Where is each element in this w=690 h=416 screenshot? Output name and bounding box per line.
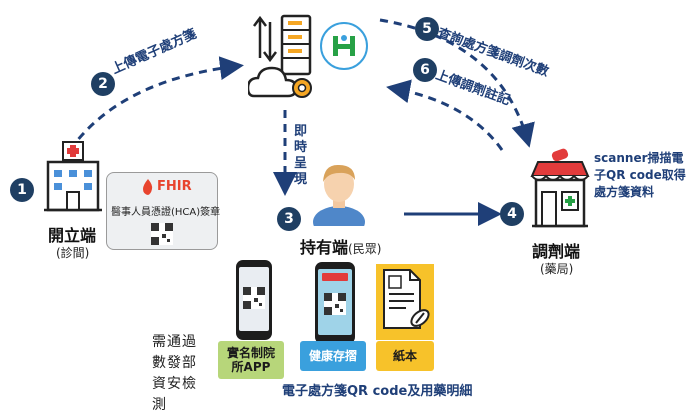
pharmacy-store-icon	[530, 148, 590, 230]
paper-tag: 紙本	[376, 341, 434, 371]
step-badge-5: 5	[415, 17, 439, 41]
holder-title: 持有端	[300, 238, 349, 257]
fhir-flame-icon	[141, 179, 155, 195]
realname-app-tag: 實名制院所APP	[218, 341, 284, 379]
person-avatar-icon	[312, 160, 366, 238]
health-passbook-tag: 健康存摺	[300, 341, 366, 371]
qr-code-icon	[324, 293, 346, 315]
qr-code-icon	[243, 287, 265, 309]
holder-label: 持有端(民眾)	[300, 234, 381, 258]
dispenser-subtitle: (藥局)	[540, 262, 574, 276]
paper-prescription-icon	[376, 264, 434, 340]
step-badge-6: 6	[413, 58, 437, 82]
holder-subtitle: (民眾)	[348, 242, 382, 256]
health-agency-logo-icon	[320, 22, 368, 70]
issuer-subtitle: (診間)	[56, 246, 90, 260]
qr-code-icon	[151, 223, 173, 245]
step-badge-4: 4	[500, 202, 524, 226]
security-note: 需通過數發部資安檢測	[152, 334, 197, 413]
arrow-register	[386, 79, 504, 151]
step-badge-2: 2	[91, 72, 115, 96]
arrow-query	[379, 18, 535, 148]
step-badge-1: 1	[10, 178, 34, 202]
scanner-note: scanner掃描電子QR code取得處方箋資料	[594, 151, 686, 199]
arrow-upload-prescription	[68, 56, 244, 151]
step-badge-3: 3	[277, 207, 301, 231]
fhir-signature-card: FHIR 醫事人員憑證(HCA)簽章	[106, 172, 221, 250]
flow-arrows	[68, 18, 535, 226]
bottom-caption: 電子處方箋QR code及用藥明細	[282, 384, 473, 399]
hospital-icon	[44, 140, 102, 214]
fhir-logo-text: FHIR	[157, 179, 192, 194]
step-realtime-label: 即時呈現	[294, 124, 308, 187]
health-passbook-phone	[315, 262, 355, 344]
dispenser-title: 調劑端	[532, 242, 581, 261]
issuer-title: 開立端	[48, 226, 97, 245]
server-cloud-icon	[246, 12, 318, 102]
fhir-card-label: 醫事人員憑證(HCA)簽章	[111, 207, 221, 218]
realname-app-phone	[236, 260, 272, 340]
